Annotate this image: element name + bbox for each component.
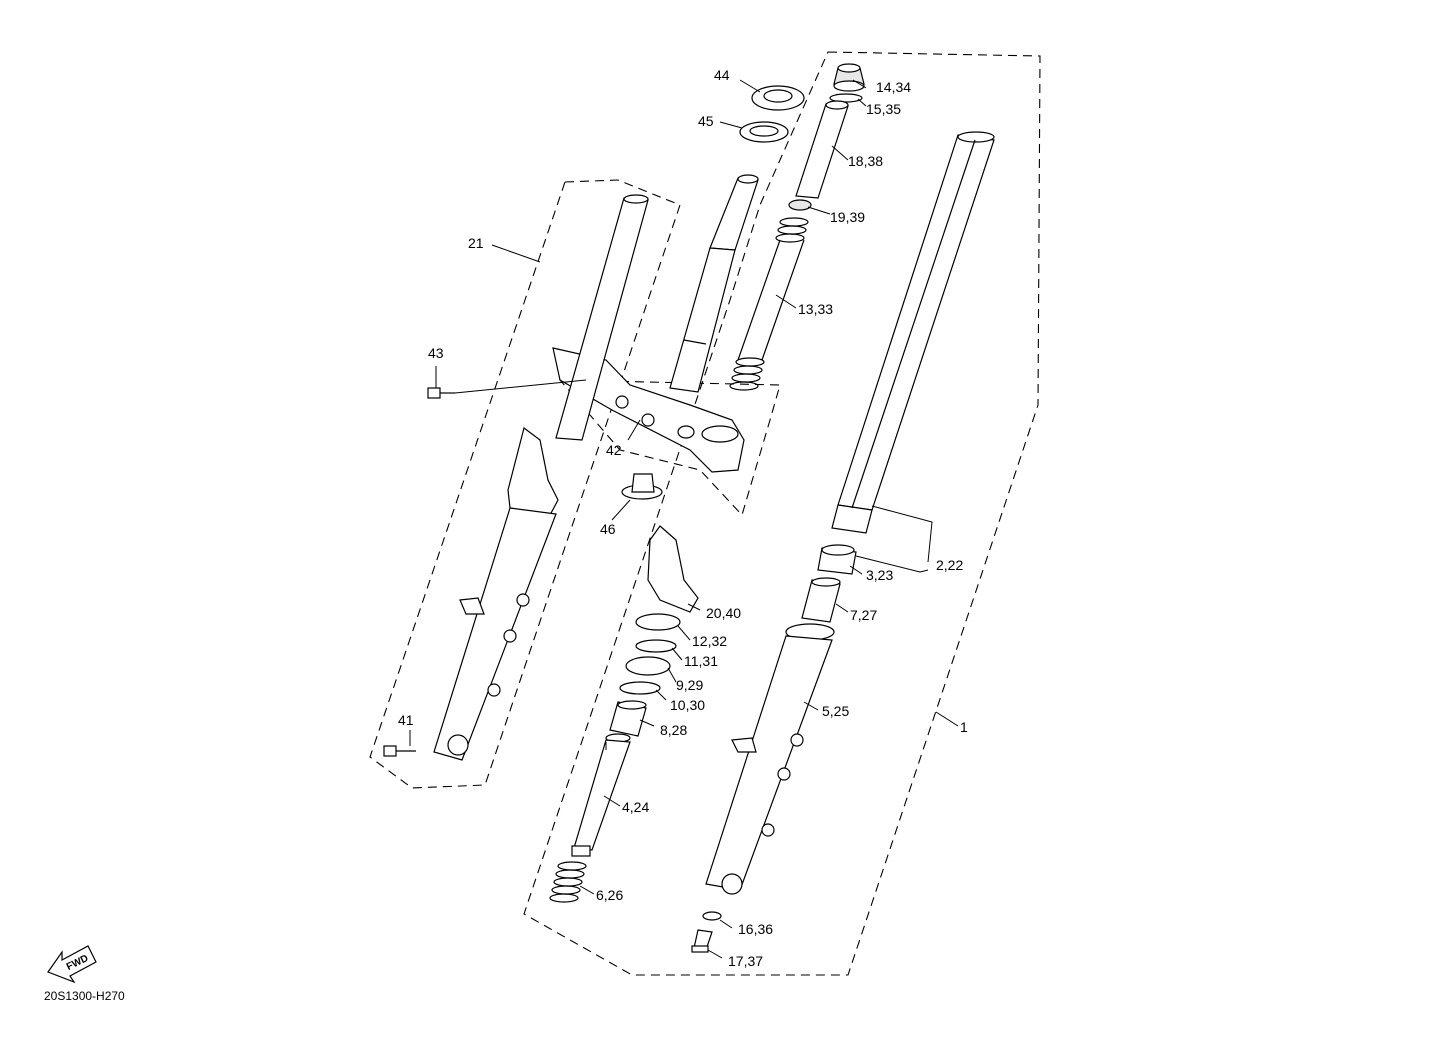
- callout-19: 19,39: [830, 209, 865, 225]
- spacer-right: [795, 100, 849, 199]
- slide-bush: [817, 544, 857, 575]
- callout-6: 6,26: [596, 887, 623, 903]
- dust-seal: [635, 613, 681, 631]
- steering-stem: [669, 174, 759, 393]
- washer-16: [702, 911, 722, 921]
- washer-seal: [619, 681, 661, 695]
- bolt-41: [383, 745, 416, 757]
- callout-41: 41: [398, 712, 414, 728]
- assembly-boundary-bracket: [558, 379, 781, 517]
- washer-right: [788, 199, 812, 211]
- callout-5: 5,25: [822, 703, 849, 719]
- diagram-code: 20S1300-H270: [44, 989, 125, 1003]
- o-ring-right: [829, 93, 863, 103]
- callout-44: 44: [714, 67, 730, 83]
- callout-14: 14,34: [876, 79, 911, 95]
- callout-16: 16,36: [738, 921, 773, 937]
- callout-11: 11,31: [684, 653, 718, 669]
- under-bracket: [552, 347, 745, 473]
- guide-bush: [609, 700, 647, 737]
- leader-lines: [409, 79, 959, 959]
- assembly-boundary-left: [369, 179, 681, 789]
- bolt-17: [691, 929, 713, 953]
- callout-2: 2,22: [936, 557, 963, 573]
- callout-8: 8,28: [660, 722, 687, 738]
- callout-7: 7,27: [850, 607, 877, 623]
- fork-cover: [647, 525, 699, 613]
- bearing-upper: [751, 85, 805, 111]
- outer-tube-right: [705, 623, 835, 895]
- piston-metal: [801, 577, 841, 623]
- callout-9: 9,29: [676, 677, 703, 693]
- inner-tube-right: [831, 131, 995, 534]
- callout-1: 1: [960, 719, 968, 735]
- callout-17: 17,37: [728, 953, 763, 969]
- callout-labels: 1 2,22 3,23 4,24 5,25 6,26 7,27 8,28 9,2…: [398, 67, 968, 969]
- callout-15: 15,35: [866, 101, 901, 117]
- callout-42: 42: [606, 442, 622, 458]
- fork-assembly-left: [433, 194, 649, 761]
- callout-46: 46: [600, 521, 616, 537]
- cap-bolt-right: [833, 63, 865, 92]
- callout-21: 21: [468, 235, 484, 251]
- callout-12: 12,32: [692, 633, 727, 649]
- callout-4: 4,24: [622, 799, 649, 815]
- callout-20: 20,40: [706, 605, 741, 621]
- bearing-seal: [739, 121, 789, 143]
- damper-rod: [571, 733, 631, 857]
- callout-45: 45: [698, 113, 714, 129]
- callout-3: 3,23: [866, 567, 893, 583]
- oil-seal: [625, 656, 671, 676]
- fork-spring-right: [729, 217, 809, 391]
- callout-13: 13,33: [798, 301, 833, 317]
- callout-10: 10,30: [670, 697, 705, 713]
- nut-46: [621, 473, 663, 500]
- bolt-43: [427, 387, 455, 399]
- fwd-arrow-icon: FWD: [47, 945, 97, 984]
- rebound-spring: [549, 861, 587, 903]
- callout-43: 43: [428, 345, 444, 361]
- clip: [635, 639, 677, 653]
- callout-18: 18,38: [848, 153, 883, 169]
